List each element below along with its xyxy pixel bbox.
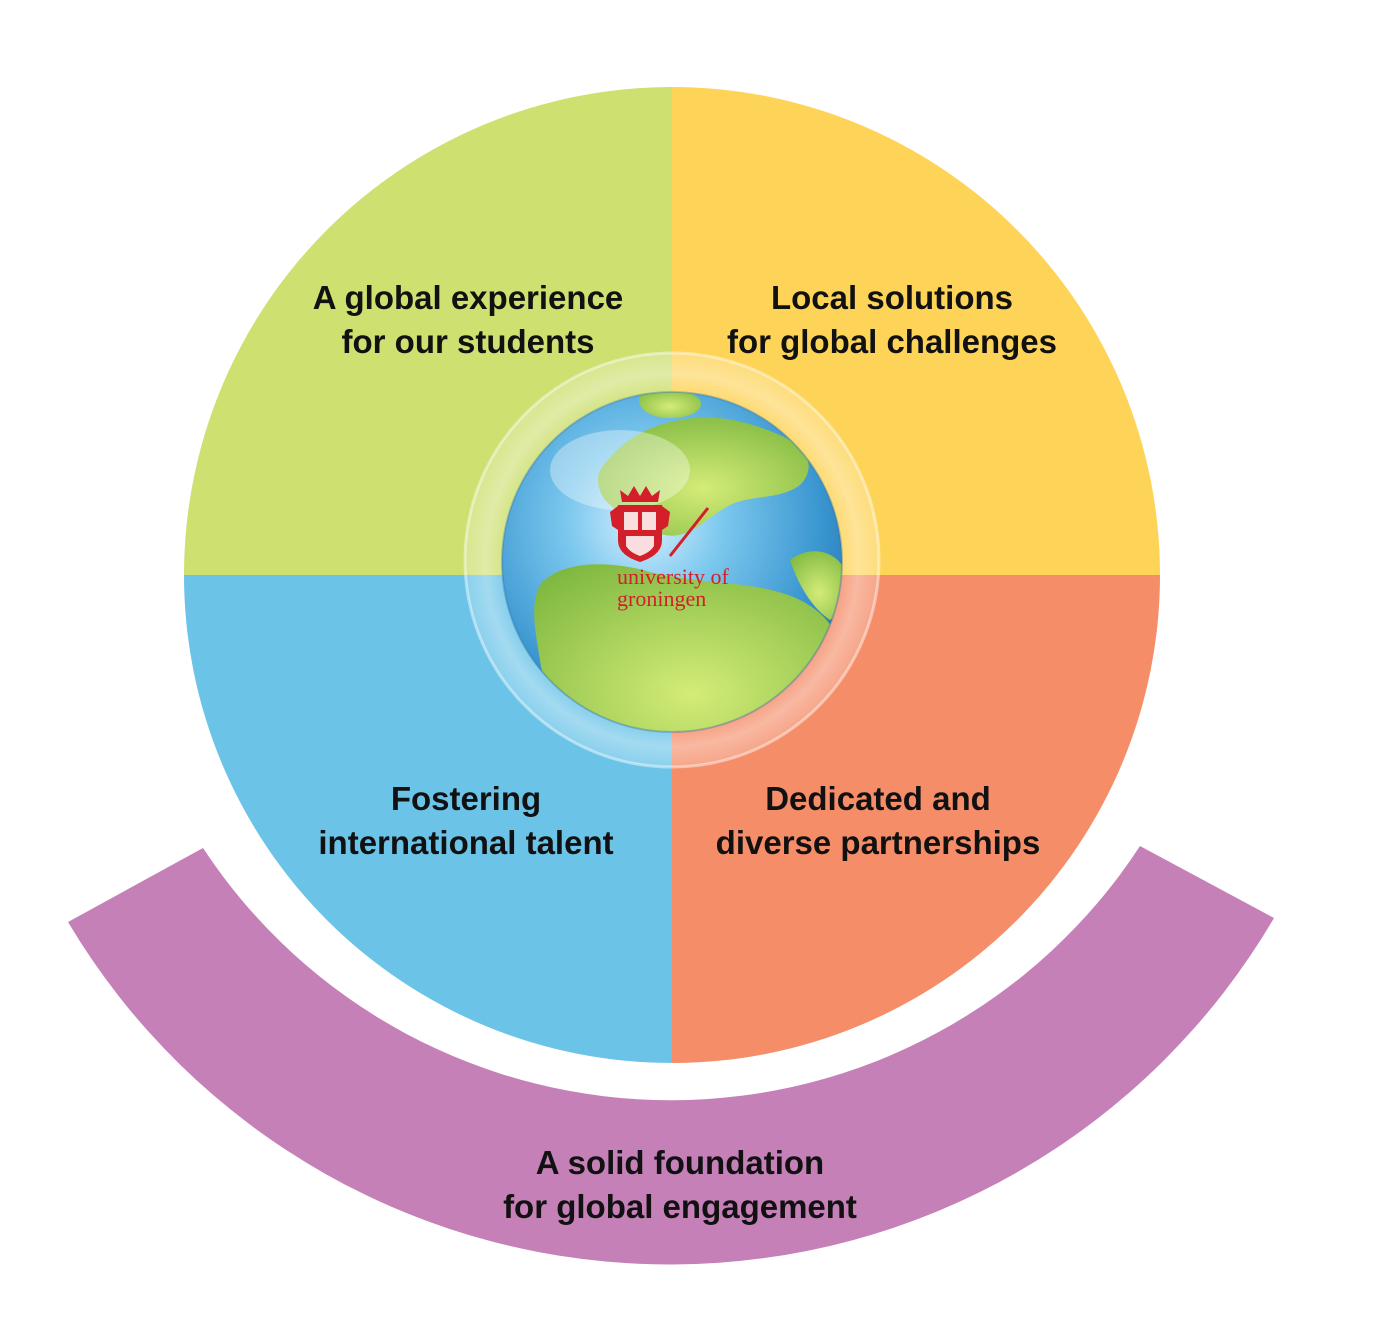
quadrant-bottom-left-line2: international talent [318,824,614,861]
university-crest-icon [610,486,710,562]
quadrant-top-left-line2: for our students [341,323,595,360]
university-logo-text: university of groningen [617,566,729,610]
logo-line1: university of [617,564,729,589]
foundation-label: A solid foundation for global engagement [430,1141,930,1229]
quadrant-bottom-right-line1: Dedicated and [765,780,991,817]
foundation-line2: for global engagement [503,1188,857,1225]
quadrant-bottom-right-line2: diverse partnerships [715,824,1041,861]
quadrant-top-right-label: Local solutions for global challenges [682,276,1102,364]
quadrant-top-right-line2: for global challenges [726,323,1058,360]
quadrant-bottom-right-label: Dedicated and diverse partnerships [668,777,1088,865]
logo-line2: groningen [617,586,707,611]
quadrant-top-left-label: A global experience for our students [268,276,668,364]
quadrant-top-right-line1: Local solutions [770,279,1014,316]
foundation-line1: A solid foundation [535,1144,825,1181]
quadrant-bottom-left-line1: Fostering [390,780,542,817]
foundation-arc [68,846,1274,1265]
quadrant-top-left-line1: A global experience [312,279,624,316]
globe-icon [463,351,881,769]
quadrant-bottom-left-label: Fostering international talent [266,777,666,865]
